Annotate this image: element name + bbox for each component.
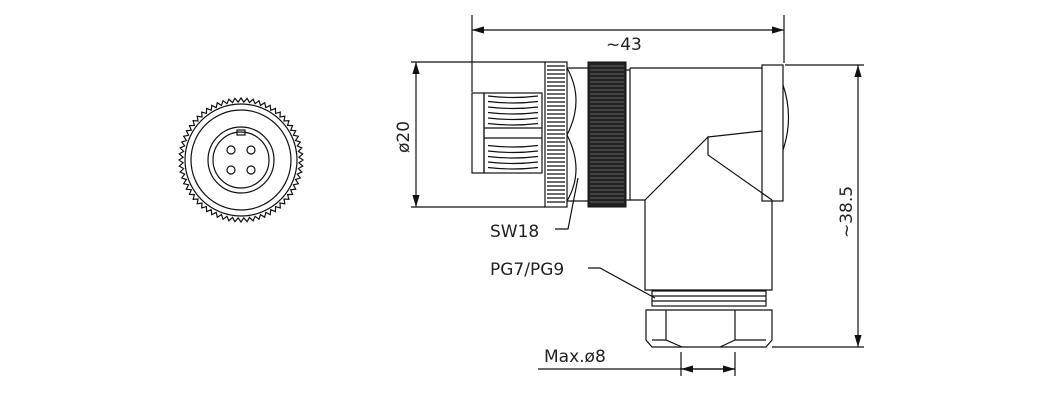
contact-pins [226,145,256,175]
male-thread [487,95,539,170]
front-view [177,96,305,224]
overall-length-label: ~43 [606,35,642,55]
thread-label: PG7/PG9 [490,260,564,280]
max-cable-diameter-label: Max.ø8 [544,347,606,367]
side-view [471,61,790,348]
wrench-size-label: SW18 [490,222,539,242]
diameter-label: ø20 [394,121,414,153]
knurled-outer-ring [177,96,305,224]
overall-height-label: ~38.5 [837,186,857,238]
hex-nut [587,61,627,208]
dimension-lines [411,15,864,376]
